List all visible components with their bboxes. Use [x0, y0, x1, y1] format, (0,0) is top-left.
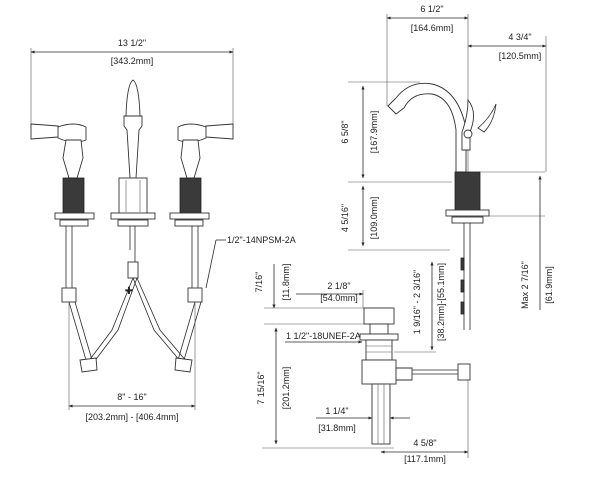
supply-hoses: ✚	[68, 277, 202, 373]
tailpiece-dia-mm: [31.8mm]	[318, 423, 356, 433]
max-deck-mm: [61.9mm]	[544, 266, 554, 304]
center-spout	[110, 79, 156, 279]
right-handle	[169, 123, 234, 303]
shank-length-in: 4 5/16"	[340, 204, 350, 232]
svg-text:✚: ✚	[125, 286, 133, 297]
tailpiece-length-in: 7 15/16"	[256, 371, 266, 404]
spout-height-in: 6 5/8"	[340, 120, 350, 143]
spout-reach-mm: [164.6mm]	[411, 23, 454, 33]
shank-length-mm: [109.0mm]	[369, 197, 379, 240]
drain-thread-label: 1 1/2"-18UNEF-2A	[286, 331, 361, 341]
spout-height-mm: [167.9mm]	[369, 111, 379, 154]
handle-reach-in: 4 3/4"	[508, 32, 531, 42]
drain-view: 7/16" [11.8mm] 2 1/8" [54.0mm] 1 9/16" -…	[254, 261, 471, 464]
side-view: 6 1/2" [164.6mm] 4 3/4" [120.5mm] 6 5/8"…	[340, 4, 554, 330]
spread-mm: [203.2mm] - [406.4mm]	[85, 412, 178, 422]
max-deck-in: Max 2 7/16"	[520, 261, 530, 309]
handle-reach-mm: [120.5mm]	[499, 51, 542, 61]
flange-width-mm: [54.0mm]	[320, 293, 358, 303]
tailpiece-dia-in: 1 1/4"	[325, 406, 348, 416]
spout-reach-in: 6 1/2"	[420, 4, 443, 14]
drain-offset-mm: [117.1mm]	[404, 454, 446, 464]
tailpiece-length-mm: [201.2mm]	[281, 367, 291, 410]
drain-top-in: 7/16"	[254, 272, 264, 293]
left-handle	[30, 123, 95, 303]
spout-side	[387, 82, 497, 330]
flange-width-in: 2 1/8"	[327, 281, 350, 291]
front-view: 13 1/2" [343.2mm]	[30, 38, 296, 422]
drain-offset-in: 4 5/8"	[413, 438, 436, 448]
drain-range-mm: [38.2mm]-[55.1mm]	[436, 263, 446, 341]
inlet-thread-label: 1/2"-14NPSM-2A	[227, 235, 296, 245]
drain-range-in: 1 9/16" - 2 3/16"	[412, 270, 422, 334]
overall-width-mm: [343.2mm]	[111, 56, 154, 66]
drain-top-mm: [11.8mm]	[281, 264, 291, 301]
drain-assembly	[359, 307, 471, 445]
spread-in: 8" - 16"	[117, 392, 146, 402]
overall-width-in: 13 1/2"	[118, 38, 146, 48]
